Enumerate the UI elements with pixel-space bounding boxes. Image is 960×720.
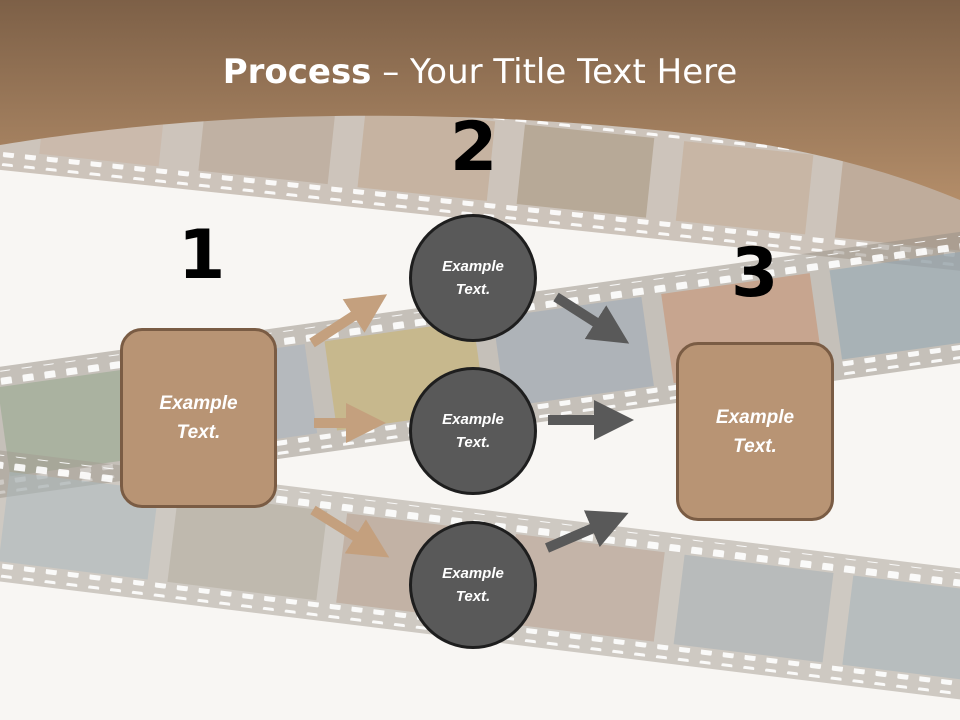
circle-top-text: Example Text.	[442, 258, 504, 298]
header-band	[0, 0, 960, 200]
circle-middle-text: Example Text.	[442, 411, 504, 451]
step-number-2: 2	[450, 108, 498, 187]
step-3-box[interactable]: Example Text.	[676, 342, 834, 521]
circle-bottom[interactable]: Example Text.	[409, 521, 537, 649]
step-3-text: Example Text.	[715, 406, 795, 457]
circle-top[interactable]: Example Text.	[409, 214, 537, 342]
step-1-box[interactable]: Example Text.	[120, 328, 277, 508]
step-1-text: Example Text.	[159, 393, 238, 443]
step-number-1: 1	[178, 216, 226, 295]
slide-title: Process – Your Title Text Here	[0, 52, 960, 92]
title-rest: – Your Title Text Here	[371, 52, 738, 92]
step-number-3: 3	[731, 234, 779, 313]
circle-bottom-text: Example Text.	[442, 565, 504, 605]
title-bold: Process	[222, 52, 372, 92]
circle-middle[interactable]: Example Text.	[409, 367, 537, 495]
